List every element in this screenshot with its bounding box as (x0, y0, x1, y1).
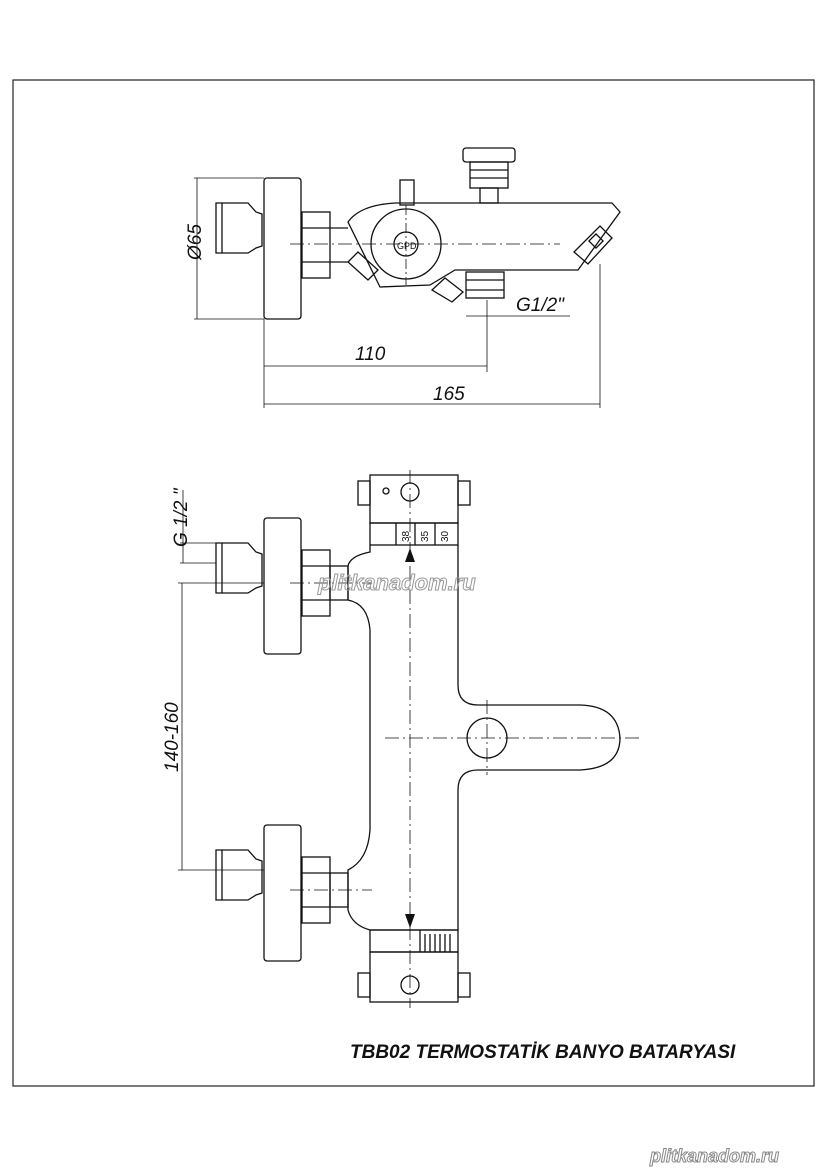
lower-flange (263, 824, 302, 962)
dim-165-label: 165 (433, 384, 465, 405)
mixer-body (347, 202, 621, 288)
watermark-corner: plitkanadom.ru (649, 1146, 779, 1166)
shower-outlet (465, 271, 505, 299)
scale-35: 35 (420, 530, 431, 542)
diameter-label: Ø65 (185, 224, 206, 261)
top-view (215, 147, 621, 320)
spout-end (573, 225, 613, 265)
drawing-caption: TBB02 TERMOSTATİK BANYO BATARYASI (350, 1042, 736, 1063)
main-body (347, 545, 621, 931)
scale-38: 38 (401, 530, 412, 542)
lower-inlet (215, 849, 263, 901)
right-lever (430, 277, 465, 303)
temp-scale (369, 522, 459, 546)
inlet-fitting (215, 202, 263, 254)
upper-flange (263, 517, 302, 655)
front-centerlines (290, 470, 640, 1008)
dim-110-label: 110 (355, 344, 386, 365)
scale-30: 30 (440, 530, 451, 542)
diverter-knob (462, 147, 516, 163)
dim-front (178, 490, 264, 871)
watermark-center: plitkanadom.ru (317, 570, 476, 595)
front-view (215, 474, 621, 1003)
thread-label-top: G1/2" (516, 295, 565, 316)
hex-nut (301, 211, 331, 279)
logo-text: GPD (397, 241, 417, 251)
top-stub (399, 179, 415, 206)
dim-diameter (194, 177, 264, 320)
spacing-label: 140-160 (162, 702, 183, 772)
upper-inlet (215, 542, 263, 594)
left-lever (347, 251, 379, 281)
wall-flange (263, 177, 302, 320)
dim-lengths (263, 264, 601, 408)
top-cap (369, 474, 459, 524)
thread-label-front: G 1/2 " (171, 487, 192, 547)
diverter-stem (469, 161, 509, 189)
drawing-frame (12, 79, 815, 1087)
